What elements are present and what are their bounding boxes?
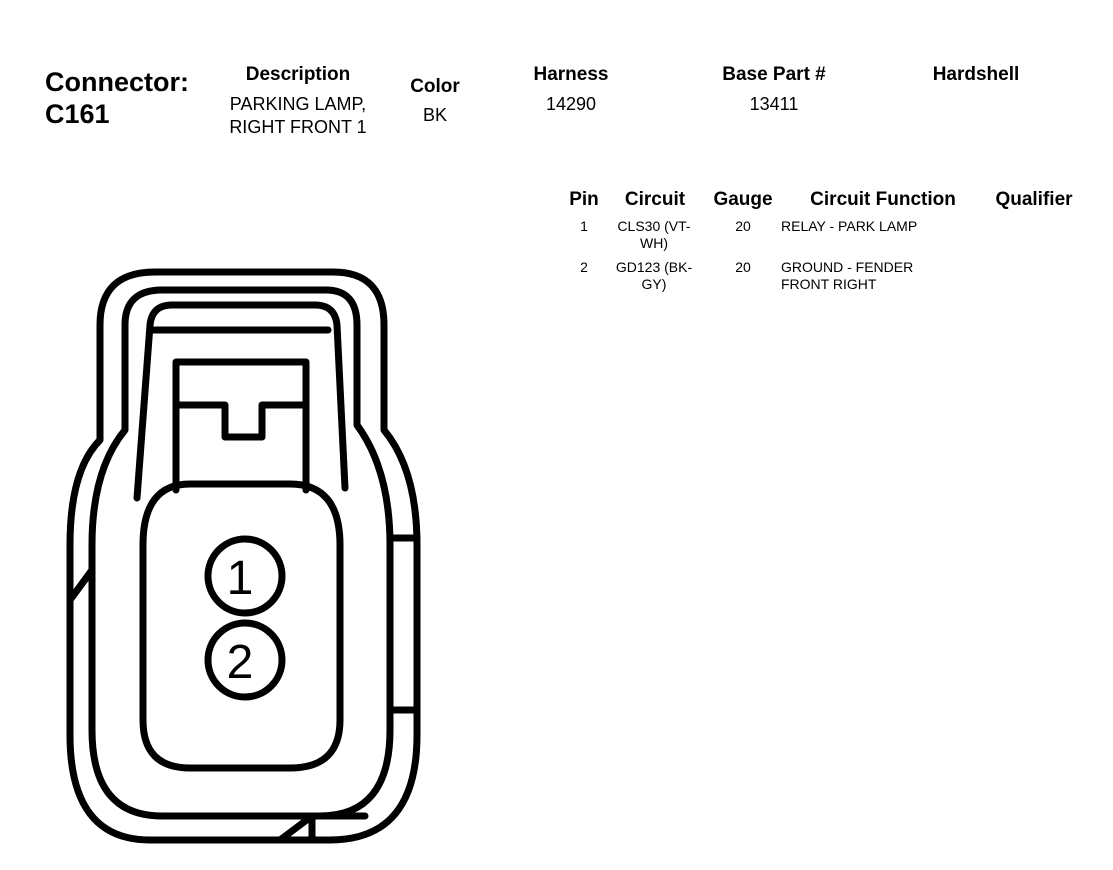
col-header-gauge: Gauge	[713, 189, 773, 210]
base-part-value: 13411	[749, 94, 799, 114]
connector-label: Connector:	[45, 67, 189, 97]
col-header-circuit-function: Circuit Function	[810, 189, 956, 210]
housing-inner-outline	[88, 286, 394, 820]
table-row-1-pin: 1	[580, 218, 588, 234]
harness-value: 14290	[545, 94, 597, 114]
col-header-qualifier: Qualifier	[995, 189, 1073, 210]
latch-window	[172, 358, 310, 494]
col-header-pin: Pin	[569, 189, 599, 210]
description-label: Description	[245, 64, 351, 85]
base-part-label: Base Part #	[722, 64, 826, 85]
color-label: Color	[410, 76, 460, 97]
table-row-2-gauge: 20	[735, 259, 751, 275]
table-row-1-function: RELAY - PARK LAMP	[781, 218, 918, 234]
description-value: PARKING LAMP, RIGHT FRONT 1	[229, 94, 367, 137]
hardshell-label: Hardshell	[932, 64, 1020, 85]
housing-outer-outline	[66, 268, 421, 844]
col-header-circuit: Circuit	[624, 189, 686, 210]
color-value: BK	[422, 105, 447, 125]
table-row-1-circuit: CLS30 (VT-WH)	[617, 218, 691, 251]
pin-cavity-2	[204, 619, 286, 701]
pin-label-1: 1	[227, 552, 254, 605]
pin-label-2: 2	[227, 636, 254, 689]
connector-id: C161	[45, 99, 110, 129]
harness-label: Harness	[533, 64, 609, 85]
rib-left-upper	[66, 566, 96, 604]
mating-face	[139, 480, 344, 772]
connector-title: Connector: C161	[45, 66, 189, 130]
pin-cavity-1	[204, 535, 286, 617]
table-row-2-pin: 2	[580, 259, 588, 275]
latch-notch	[172, 401, 310, 441]
rib-bottom	[276, 812, 316, 844]
table-row-1-gauge: 20	[735, 218, 751, 234]
table-row-2-function: GROUND - FENDER FRONT RIGHT	[781, 259, 914, 292]
table-row-2-circuit: GD123 (BK-GY)	[615, 259, 693, 292]
latch-outer	[133, 301, 349, 502]
